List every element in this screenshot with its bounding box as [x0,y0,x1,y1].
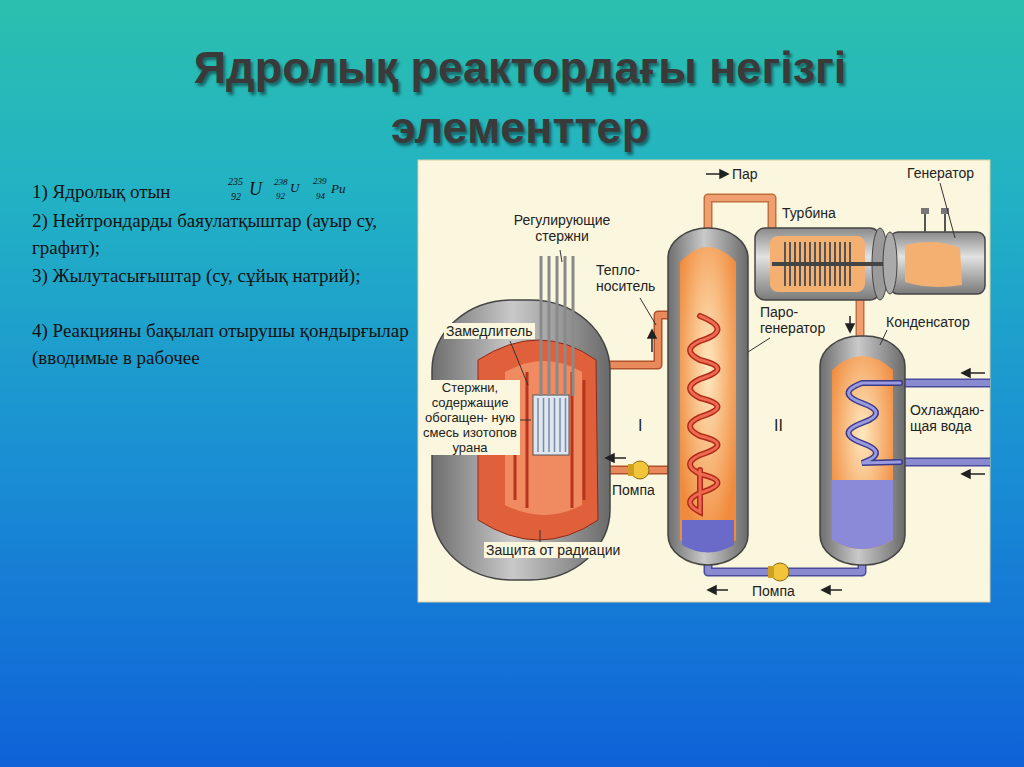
drawing-stroke [924,212,926,232]
part-label: Тепло- носитель [596,262,660,294]
list-item: 3) Жылутасығыштар (су, сұйық натрий); [32,262,412,289]
drawing-stroke [541,256,573,396]
atomic-number: 92 [276,192,285,201]
drawing-stroke [768,566,774,578]
drawing-stroke [538,398,566,452]
drawing-stroke [690,316,718,512]
picture-panel [418,160,990,602]
drawing-stroke [560,250,562,262]
part-label: Помпа [612,482,655,498]
drawing-stroke [856,300,865,338]
pipes [600,198,990,572]
drawing-stroke [822,586,830,594]
part-label: Охлаждаю- щая вода [910,402,988,434]
drawing-stroke [690,316,718,512]
generator [883,208,985,294]
drawing-stroke [640,298,656,325]
condenser [820,336,905,565]
drawing-stroke [548,398,550,452]
drawing-stroke [628,464,634,476]
element-symbol: Pu [331,182,345,195]
list-item: 2) Нейтрондарды баяулатқыштар (ауыр су, … [32,207,412,261]
drawing-stroke [720,170,728,178]
part-label: Турбина [782,205,836,221]
drawing-stroke [564,256,567,396]
drawing-stroke [849,383,901,463]
drawing-stroke [682,520,734,553]
drawing-stroke [900,379,990,388]
circuit-number: I [638,418,642,434]
drawing-stroke [962,470,970,478]
drawing-stroke [900,380,990,386]
slide-title: Ядролық реактордағы негізгі элементтер [110,38,930,158]
drawing-stroke [900,459,990,465]
part-label: Регулирующие стержни [498,212,626,244]
part-label: Конденсатор [884,314,972,330]
drawing-stroke [772,262,895,266]
drawing-stroke [905,242,962,287]
drawing-stroke [648,330,656,338]
pump [628,461,789,581]
atomic-number: 94 [316,192,325,201]
drawing-stroke [846,324,854,332]
list-item: 4) Реакцияны бақылап отырушы қондырғылар… [32,317,414,371]
part-label: Помпа [752,583,795,599]
drawing-stroke [857,300,863,338]
part-label: Паро- генератор [760,304,838,336]
drawing-stroke [540,256,543,396]
drawing-stroke [880,328,888,345]
drawing-stroke [533,395,569,455]
drawing-stroke [559,398,561,452]
element-symbol: U [249,180,262,198]
drawing-stroke [526,372,529,508]
drawing-stroke [708,198,772,230]
drawing-stroke [680,247,736,550]
flow-arrows [606,170,985,594]
part-label: Стержни, содержащие обогащен- ную смесь … [420,380,520,455]
mass-number: 238 [274,178,288,187]
part-label: Генератор [905,165,976,181]
part-label: Защита от радиации [484,542,622,558]
drawing-stroke [940,183,955,238]
drawing-stroke [890,232,985,294]
drawing-stroke [565,398,567,452]
drawing-stroke [944,212,946,232]
atomic-number: 92 [231,192,241,202]
drawing-stroke [748,338,770,352]
list-item: 1) Ядролық отын [32,178,170,205]
drawing-stroke [572,256,575,396]
steam-generator [668,228,748,565]
drawing-stroke [921,208,929,214]
drawing-stroke [708,586,716,594]
drawing-stroke [543,398,545,452]
drawing-stroke [900,458,990,467]
drawing-stroke [820,336,905,565]
drawing-stroke [556,256,559,396]
drawing-stroke [583,380,586,500]
mass-number: 239 [313,177,327,186]
drawing-stroke [606,454,614,462]
part-label: Пар [732,166,758,182]
drawing-stroke [668,228,748,565]
drawing-stroke [883,232,897,294]
drawing-stroke [554,398,556,452]
drawing-stroke [849,383,901,463]
circuit-number: II [774,418,783,434]
drawing-stroke [510,341,528,385]
drawing-stroke [708,198,772,230]
drawing-stroke [962,369,970,377]
element-symbol: U [290,181,299,194]
drawing-stroke [540,530,541,542]
turbine [755,228,895,300]
drawing-stroke [832,480,893,549]
part-label: Замедлитель [444,323,535,339]
drawing-stroke [548,256,551,396]
drawing-stroke [537,398,539,452]
mass-number: 235 [228,177,243,187]
